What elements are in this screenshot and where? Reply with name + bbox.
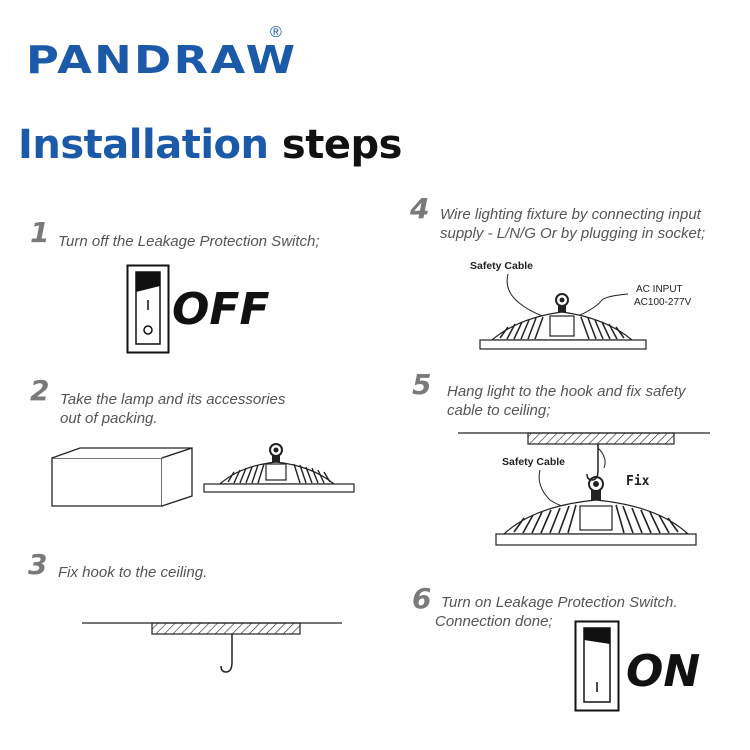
title-part2: steps — [281, 122, 403, 168]
on-state-label: ON — [626, 646, 701, 697]
step-4-text: Wire lighting fixture by connecting inpu… — [440, 206, 706, 242]
title-part1: Installation — [18, 122, 269, 168]
safety-cable-label-2: Safety Cable — [502, 456, 566, 468]
box-icon — [51, 447, 193, 507]
step-3-number: 3 — [28, 548, 48, 581]
step-6-number: 6 — [412, 582, 432, 615]
safety-cable-label: Safety Cable — [470, 260, 534, 272]
brand-logo: PANDRAW — [26, 38, 298, 82]
rocker-switch-on-icon — [574, 620, 620, 712]
ac-input-label: AC INPUT — [636, 284, 683, 295]
hanging-lamp-icon — [458, 432, 710, 546]
step-6-text: Turn on Leakage Protection Switch. Conne… — [435, 594, 678, 630]
step-1-text: Turn off the Leakage Protection Switch; — [58, 233, 320, 250]
off-state-label: OFF — [172, 284, 270, 335]
step-5-text: Hang light to the hook and fix safety ca… — [447, 383, 686, 419]
rocker-switch-off-icon — [126, 264, 170, 354]
ufo-lamp-wired-icon — [479, 273, 647, 350]
step-2-number: 2 — [30, 374, 50, 407]
registered-mark: ® — [270, 24, 282, 41]
step-5-number: 5 — [412, 368, 432, 401]
ufo-lamp-icon — [203, 443, 355, 493]
step-4-number: 4 — [410, 192, 430, 225]
step-1-number: 1 — [30, 216, 50, 249]
page-title: Installation steps — [18, 122, 402, 168]
ac-range-label: AC100-277V — [634, 297, 692, 308]
fix-label: Fix — [626, 474, 650, 489]
step-3-text: Fix hook to the ceiling. — [58, 564, 208, 581]
ceiling-hook-icon — [82, 622, 342, 673]
step-2-text: Take the lamp and its accessories out of… — [60, 391, 286, 427]
